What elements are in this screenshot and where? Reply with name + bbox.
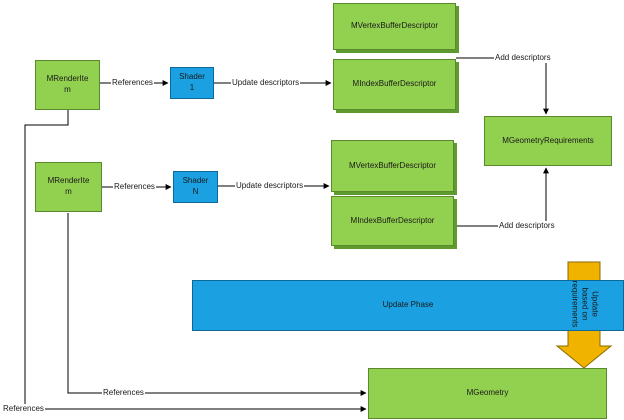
edge-label-references-3: References [102, 388, 145, 398]
edge-label-update-descriptors-1: Update descriptors [231, 78, 301, 88]
shader-n-box: Shader N [173, 171, 218, 203]
update-arrow-text: Update based on requirements [570, 280, 599, 328]
edge-references-4 [24, 110, 367, 412]
vertex-descriptor-2-label: MVertexBufferDescriptor [349, 160, 436, 170]
geometry-requirements: MGeometryRequirements [484, 116, 612, 166]
edge-references-3 [67, 213, 367, 396]
update-arrow-label: Update based on requirements [567, 262, 601, 346]
vertex-descriptor-1: MVertexBufferDescriptor [333, 3, 456, 50]
update-phase-bar: Update Phase [192, 280, 624, 331]
render-item-1: MRenderIte m [35, 60, 100, 110]
update-phase-label: Update Phase [382, 300, 434, 310]
index-descriptor-2-label: MIndexBufferDescriptor [350, 215, 435, 225]
vertex-descriptor-1-label: MVertexBufferDescriptor [351, 21, 438, 31]
shader-1-box: Shader 1 [170, 67, 214, 99]
geometry-box: MGeometry [368, 368, 607, 419]
render-item-2: MRenderIte m [35, 162, 102, 212]
render-item-2-label: MRenderIte m [47, 176, 90, 196]
index-descriptor-1-label: MIndexBufferDescriptor [352, 79, 437, 89]
edge-label-add-descriptors-2: Add descriptors [498, 221, 556, 231]
shader-n-label: Shader N [182, 176, 209, 196]
edge-label-references-4: References [2, 404, 45, 414]
geometry-requirements-label: MGeometryRequirements [502, 135, 594, 145]
edge-label-update-descriptors-2: Update descriptors [235, 181, 305, 191]
edge-add-descriptors-2 [456, 167, 549, 227]
geometry-label: MGeometry [466, 388, 509, 398]
vertex-descriptor-2: MVertexBufferDescriptor [331, 140, 454, 192]
edge-label-add-descriptors-1: Add descriptors [494, 53, 552, 63]
index-descriptor-2: MIndexBufferDescriptor [331, 196, 454, 246]
render-item-1-label: MRenderIte m [46, 74, 89, 94]
index-descriptor-1: MIndexBufferDescriptor [333, 59, 456, 110]
edge-add-descriptors-1 [456, 57, 549, 115]
edge-label-references-2: References [113, 182, 156, 192]
edge-label-references-1: References [111, 78, 154, 88]
shader-1-label: Shader 1 [179, 72, 205, 92]
